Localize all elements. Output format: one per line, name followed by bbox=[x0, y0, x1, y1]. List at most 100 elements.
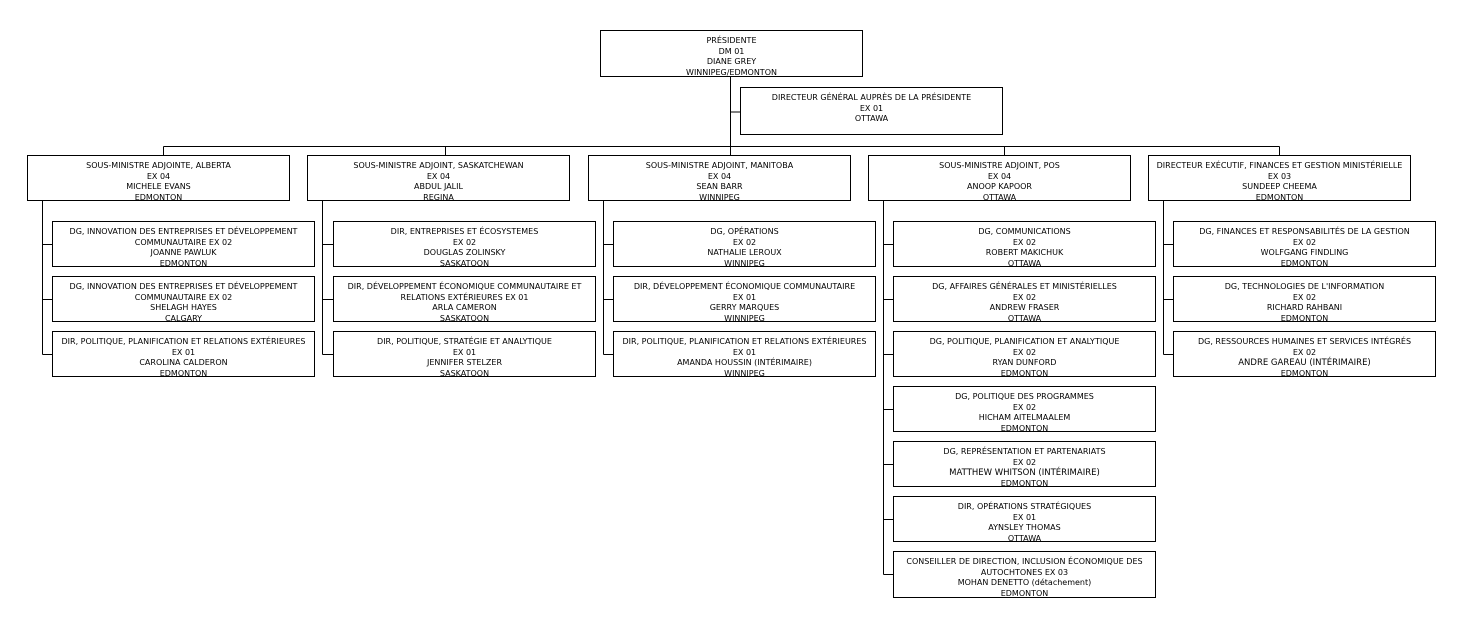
position-title: CONSEILLER DE DIRECTION, INCLUSION ÉCONO… bbox=[906, 557, 1143, 577]
position-level: EX 02 bbox=[1012, 402, 1037, 412]
position-level: EX 01 bbox=[1012, 512, 1037, 522]
position-title: DG, COMMUNICATIONS bbox=[978, 227, 1071, 236]
location: EDMONTON bbox=[134, 192, 183, 201]
position-level: EX 02 bbox=[1292, 237, 1317, 247]
child-box: DIR, DÉVELOPPEMENT ÉCONOMIQUE COMMUNAUTA… bbox=[333, 276, 596, 322]
position-level: EX 01 bbox=[505, 292, 529, 302]
position-title: PRÉSIDENTE bbox=[706, 36, 757, 45]
location: WINNIPEG bbox=[724, 313, 765, 322]
location: EDMONTON bbox=[159, 258, 208, 267]
person-name: HICHAM AITELMAALEM bbox=[978, 413, 1071, 422]
position-title: DG, AFFAIRES GÉNÉRALES ET MINISTÉRIELLES bbox=[932, 282, 1117, 291]
column-head-alberta: SOUS-MINISTRE ADJOINTE, ALBERTA EX 04 MI… bbox=[27, 155, 290, 201]
person-name: RYAN DUNFORD bbox=[992, 358, 1057, 367]
child-box: DG, RESSOURCES HUMAINES ET SERVICES INTÉ… bbox=[1173, 331, 1436, 377]
position-level: EX 02 bbox=[1292, 347, 1317, 357]
child-box: DG, INNOVATION DES ENTREPRISES ET DÉVELO… bbox=[52, 221, 315, 267]
column-head-finance: DIRECTEUR EXÉCUTIF, FINANCES ET GESTION … bbox=[1148, 155, 1411, 201]
chief-of-staff-box: DIRECTEUR GÉNÉRAL AUPRÈS DE LA PRÉSIDENT… bbox=[740, 87, 1003, 135]
person-name: CAROLINA CALDERON bbox=[139, 358, 228, 367]
person-name: ANDRE GAREAU (INTÉRIMAIRE) bbox=[1238, 358, 1371, 368]
location: REGINA bbox=[423, 192, 454, 201]
position-title: DG, RESSOURCES HUMAINES ET SERVICES INTÉ… bbox=[1197, 337, 1412, 346]
position-title: DG, INNOVATION DES ENTREPRISES ET DÉVELO… bbox=[69, 227, 298, 247]
person-name: ANDREW FRASER bbox=[989, 303, 1060, 312]
child-box: DIR, POLITIQUE, PLANIFICATION ET RELATIO… bbox=[52, 331, 315, 377]
position-level: DM 01 bbox=[718, 46, 745, 56]
child-box: DG, OPÉRATIONS EX 02 NATHALIE LEROUX WIN… bbox=[613, 221, 876, 267]
position-level: EX 04 bbox=[426, 171, 451, 181]
position-title: DIR, OPÉRATIONS STRATÉGIQUES bbox=[957, 502, 1092, 511]
position-title: DIR, POLITIQUE, PLANIFICATION ET RELATIO… bbox=[622, 337, 867, 346]
position-title: DIRECTEUR GÉNÉRAL AUPRÈS DE LA PRÉSIDENT… bbox=[771, 93, 972, 102]
location: OTTAWA bbox=[1007, 313, 1042, 322]
position-title: DG, REPRÉSENTATION ET PARTENARIATS bbox=[943, 447, 1106, 456]
position-level: EX 04 bbox=[146, 171, 171, 181]
person-name: ANOOP KAPOOR bbox=[967, 182, 1032, 191]
location: EDMONTON bbox=[1280, 313, 1329, 322]
position-title: DIR, POLITIQUE, PLANIFICATION ET RELATIO… bbox=[61, 337, 306, 346]
position-level: EX 01 bbox=[859, 103, 884, 113]
position-title: DG, TECHNOLOGIES DE L'INFORMATION bbox=[1224, 282, 1385, 291]
location: WINNIPEG/EDMONTON bbox=[686, 67, 777, 77]
column-head-pos: SOUS-MINISTRE ADJOINT, POS EX 04 ANOOP K… bbox=[868, 155, 1131, 201]
position-level: EX 02 bbox=[208, 292, 233, 302]
location: EDMONTON bbox=[1000, 368, 1049, 377]
column-head-manitoba: SOUS-MINISTRE ADJOINT, MANITOBA EX 04 SE… bbox=[588, 155, 851, 201]
child-box: DIR, POLITIQUE, STRATÉGIE ET ANALYTIQUE … bbox=[333, 331, 596, 377]
location: EDMONTON bbox=[1280, 258, 1329, 267]
position-level: EX 02 bbox=[208, 237, 233, 247]
person-name: GERRY MARQUES bbox=[709, 303, 780, 312]
child-box: DG, POLITIQUE DES PROGRAMMES EX 02 HICHA… bbox=[893, 386, 1156, 432]
position-level: EX 02 bbox=[1292, 292, 1317, 302]
child-box: DIR, OPÉRATIONS STRATÉGIQUES EX 01 AYNSL… bbox=[893, 496, 1156, 542]
child-box: DG, FINANCES ET RESPONSABILITÉS DE LA GE… bbox=[1173, 221, 1436, 267]
person-name: MATTHEW WHITSON (INTÉRIMAIRE) bbox=[949, 468, 1100, 478]
child-box: DG, REPRÉSENTATION ET PARTENARIATS EX 02… bbox=[893, 441, 1156, 487]
position-level: EX 02 bbox=[452, 237, 477, 247]
location: OTTAWA bbox=[982, 192, 1017, 201]
position-level: EX 02 bbox=[1012, 347, 1037, 357]
column-head-saskatchewan: SOUS-MINISTRE ADJOINT, SASKATCHEWAN EX 0… bbox=[307, 155, 570, 201]
person-name: RICHARD RAHBANI bbox=[1266, 303, 1343, 312]
location: WINNIPEG bbox=[724, 258, 765, 267]
position-level: EX 03 bbox=[1267, 171, 1292, 181]
person-name: ROBERT MAKICHUK bbox=[985, 248, 1064, 257]
person-name: MICHELE EVANS bbox=[126, 182, 191, 191]
child-box: DG, TECHNOLOGIES DE L'INFORMATION EX 02 … bbox=[1173, 276, 1436, 322]
person-name: JOANNE PAWLUK bbox=[150, 248, 217, 257]
location: EDMONTON bbox=[159, 368, 208, 377]
position-level: EX 04 bbox=[987, 171, 1012, 181]
position-level: EX 01 bbox=[732, 292, 757, 302]
position-title: SOUS-MINISTRE ADJOINT, MANITOBA bbox=[645, 161, 794, 170]
position-level: EX 02 bbox=[1012, 457, 1037, 467]
position-title: DG, OPÉRATIONS bbox=[710, 227, 779, 236]
child-box: DIR, ENTREPRISES ET ÉCOSYSTEMES EX 02 DO… bbox=[333, 221, 596, 267]
location: SASKATOON bbox=[439, 368, 490, 377]
president-box: PRÉSIDENTE DM 01 DIANE GREY WINNIPEG/EDM… bbox=[600, 30, 863, 77]
position-level: EX 01 bbox=[732, 347, 757, 357]
child-box: DIR, POLITIQUE, PLANIFICATION ET RELATIO… bbox=[613, 331, 876, 377]
person-name: NATHALIE LEROUX bbox=[707, 248, 782, 257]
person-name: DIANE GREY bbox=[706, 57, 757, 66]
position-level: EX 04 bbox=[707, 171, 732, 181]
person-name: ARLA CAMERON bbox=[432, 303, 497, 312]
location: EDMONTON bbox=[1255, 192, 1304, 201]
child-box: DG, COMMUNICATIONS EX 02 ROBERT MAKICHUK… bbox=[893, 221, 1156, 267]
position-level: EX 02 bbox=[732, 237, 757, 247]
location: OTTAWA bbox=[1007, 258, 1042, 267]
position-title: SOUS-MINISTRE ADJOINTE, ALBERTA bbox=[86, 161, 231, 170]
position-title: DG, FINANCES ET RESPONSABILITÉS DE LA GE… bbox=[1199, 227, 1410, 236]
position-level: EX 02 bbox=[1012, 237, 1037, 247]
position-level: EX 02 bbox=[1012, 292, 1037, 302]
person-name: MOHAN DENETTO (détachement) bbox=[957, 578, 1092, 587]
person-name: SHELAGH HAYES bbox=[150, 303, 217, 312]
child-box: DG, AFFAIRES GÉNÉRALES ET MINISTÉRIELLES… bbox=[893, 276, 1156, 322]
position-title: DIR, DÉVELOPPEMENT ÉCONOMIQUE COMMUNAUTA… bbox=[347, 282, 582, 302]
position-title: DIR, POLITIQUE, STRATÉGIE ET ANALYTIQUE bbox=[377, 337, 552, 346]
child-box: DG, INNOVATION DES ENTREPRISES ET DÉVELO… bbox=[52, 276, 315, 322]
location: EDMONTON bbox=[1000, 478, 1049, 487]
person-name: DOUGLAS ZOLINSKY bbox=[423, 248, 506, 257]
position-title: DIRECTEUR EXÉCUTIF, FINANCES ET GESTION … bbox=[1156, 161, 1403, 170]
